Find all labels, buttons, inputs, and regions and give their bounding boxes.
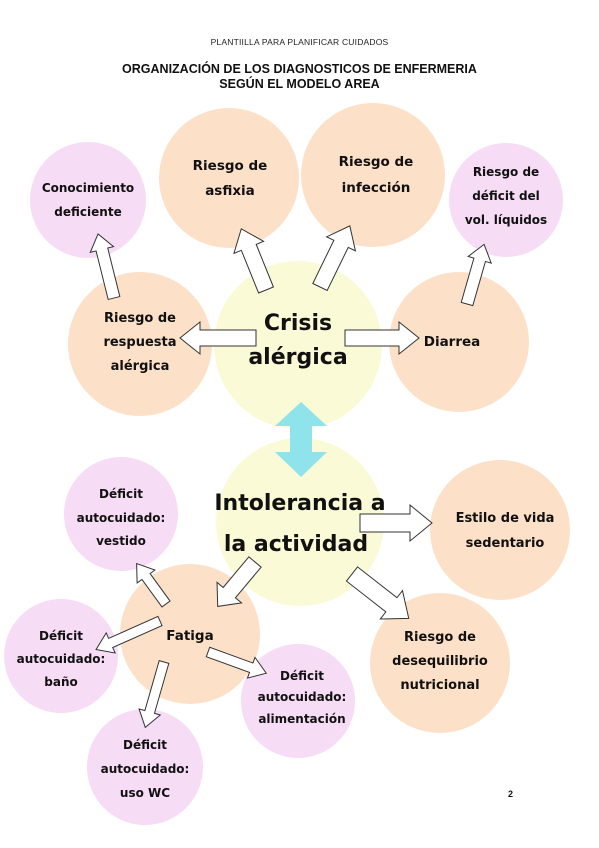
arrow-intolerancia-to-estilo-vida xyxy=(359,503,433,543)
circle-riesgo-respuesta-alergica xyxy=(68,272,212,416)
circle-riesgo-deficit-liquidos xyxy=(449,143,563,257)
circle-deficit-vestido xyxy=(64,457,178,571)
circle-riesgo-desequilibrio xyxy=(370,593,510,733)
label-deficit-vestido: Déficit autocuidado: vestido xyxy=(77,487,166,548)
label-crisis-alergica-line-2: alérgica xyxy=(248,345,347,370)
label-deficit-alimentacion-line-3: alimentación xyxy=(258,712,345,726)
label-riesgo-respuesta-alergica-line-3: alérgica xyxy=(111,359,170,374)
label-deficit-vestido-line-2: autocuidado: xyxy=(77,511,166,525)
label-estilo-vida-sedentario: Estilo de vida sedentario xyxy=(456,511,555,551)
label-deficit-bano-line-3: baño xyxy=(44,675,77,689)
label-riesgo-desequilibrio-line-3: nutricional xyxy=(400,678,479,693)
arrow-respuesta-to-conocimiento xyxy=(89,233,121,301)
label-riesgo-respuesta-alergica-line-1: Riesgo de xyxy=(104,311,176,326)
circle-riesgo-asfixia xyxy=(159,108,299,248)
label-fatiga: Fatiga xyxy=(166,628,213,644)
arrow-fatiga-to-alimentacion xyxy=(205,646,268,679)
arrow-intolerancia-to-fatiga xyxy=(216,556,262,608)
double-arrow-crisis-intolerancia xyxy=(275,402,327,477)
arrow-crisis-to-infeccion xyxy=(312,225,357,292)
label-intolerancia-actividad-line-1: Intolerancia a xyxy=(214,491,385,516)
label-diarrea: Diarrea xyxy=(424,334,481,350)
arrow-crisis-to-asfixia xyxy=(233,228,275,294)
labels-layer: Crisis alérgica Riesgo de asfixia Riesgo d… xyxy=(17,154,555,800)
arrows-layer xyxy=(89,225,493,729)
circles-layer xyxy=(4,103,570,825)
circle-conocimiento-deficiente xyxy=(30,142,146,258)
label-riesgo-desequilibrio-line-1: Riesgo de xyxy=(404,630,476,645)
label-deficit-bano-line-1: Déficit xyxy=(39,629,83,643)
page-header: PLANTIILLA PARA PLANIFICAR CUIDADOS xyxy=(210,37,389,47)
label-riesgo-respuesta-alergica-line-2: respuesta xyxy=(103,335,176,350)
label-riesgo-deficit-liquidos-line-1: Riesgo de xyxy=(473,165,539,179)
circle-riesgo-infeccion xyxy=(301,103,445,247)
label-estilo-vida-sedentario-line-2: sedentario xyxy=(466,536,545,551)
label-riesgo-deficit-liquidos-line-3: vol. líquidos xyxy=(465,213,547,227)
label-deficit-uso-wc-line-2: autocuidado: xyxy=(101,762,190,776)
circle-deficit-uso-wc xyxy=(87,709,203,825)
label-riesgo-asfixia-line-2: asfixia xyxy=(205,183,255,199)
title-line-2: SEGÚN EL MODELO AREA xyxy=(219,77,380,91)
label-riesgo-asfixia-line-1: Riesgo de xyxy=(193,158,268,174)
label-conocimiento-deficiente-line-1: Conocimiento xyxy=(42,181,134,195)
page-title: ORGANIZACIÓN DE LOS DIAGNOSTICOS DE ENFE… xyxy=(0,62,599,92)
arrow-diarrea-to-deficit-liquidos xyxy=(460,243,493,307)
arrow-crisis-to-diarrea xyxy=(344,320,420,356)
label-riesgo-asfixia: Riesgo de asfixia xyxy=(193,158,268,199)
label-deficit-uso-wc-line-1: Déficit xyxy=(123,738,167,752)
page-number: 2 xyxy=(508,789,514,799)
label-conocimiento-deficiente: Conocimiento deficiente xyxy=(42,181,134,219)
label-deficit-bano: Déficit autocuidado: baño xyxy=(17,629,106,689)
label-conocimiento-deficiente-line-2: deficiente xyxy=(54,205,121,219)
circle-deficit-alimentacion xyxy=(241,644,355,758)
circle-crisis-alergica xyxy=(214,261,382,429)
circle-estilo-vida-sedentario xyxy=(430,460,570,600)
circle-diarrea xyxy=(389,272,529,412)
label-crisis-alergica: Crisis alérgica xyxy=(248,311,347,370)
title-line-1: ORGANIZACIÓN DE LOS DIAGNOSTICOS DE ENFE… xyxy=(122,62,477,76)
label-intolerancia-actividad: Intolerancia a la actividad xyxy=(214,491,385,557)
label-deficit-alimentacion-line-2: autocuidado: xyxy=(258,690,347,704)
label-riesgo-desequilibrio-line-2: desequilibrio xyxy=(392,654,488,669)
arrow-fatiga-to-bano xyxy=(95,615,163,654)
label-estilo-vida-sedentario-line-1: Estilo de vida xyxy=(456,511,555,526)
arrow-crisis-to-respuesta xyxy=(179,320,257,356)
label-riesgo-infeccion-line-1: Riesgo de xyxy=(339,154,414,170)
label-riesgo-infeccion-line-2: infección xyxy=(342,180,411,196)
arrow-fatiga-to-vestido xyxy=(136,562,171,608)
arrow-fatiga-to-uso-wc xyxy=(138,660,170,729)
label-riesgo-deficit-liquidos-line-2: déficit del xyxy=(472,189,540,203)
label-deficit-uso-wc-line-3: uso WC xyxy=(120,786,170,800)
label-riesgo-respuesta-alergica: Riesgo de respuesta alérgica xyxy=(103,311,176,374)
label-riesgo-deficit-liquidos: Riesgo de déficit del vol. líquidos xyxy=(465,165,547,227)
label-deficit-alimentacion: Déficit autocuidado: alimentación xyxy=(258,669,347,726)
label-deficit-vestido-line-3: vestido xyxy=(96,534,146,548)
label-deficit-bano-line-2: autocuidado: xyxy=(17,652,106,666)
label-crisis-alergica-line-1: Crisis xyxy=(264,311,332,336)
label-deficit-uso-wc: Déficit autocuidado: uso WC xyxy=(101,738,190,800)
label-deficit-alimentacion-line-1: Déficit xyxy=(280,669,324,683)
label-deficit-vestido-line-1: Déficit xyxy=(99,487,143,501)
arrow-intolerancia-to-desequilibrio xyxy=(345,566,410,620)
label-riesgo-desequilibrio: Riesgo de desequilibrio nutricional xyxy=(392,630,488,693)
label-intolerancia-actividad-line-2: la actividad xyxy=(224,532,368,557)
label-riesgo-infeccion: Riesgo de infección xyxy=(339,154,414,196)
circle-deficit-bano xyxy=(4,599,118,713)
